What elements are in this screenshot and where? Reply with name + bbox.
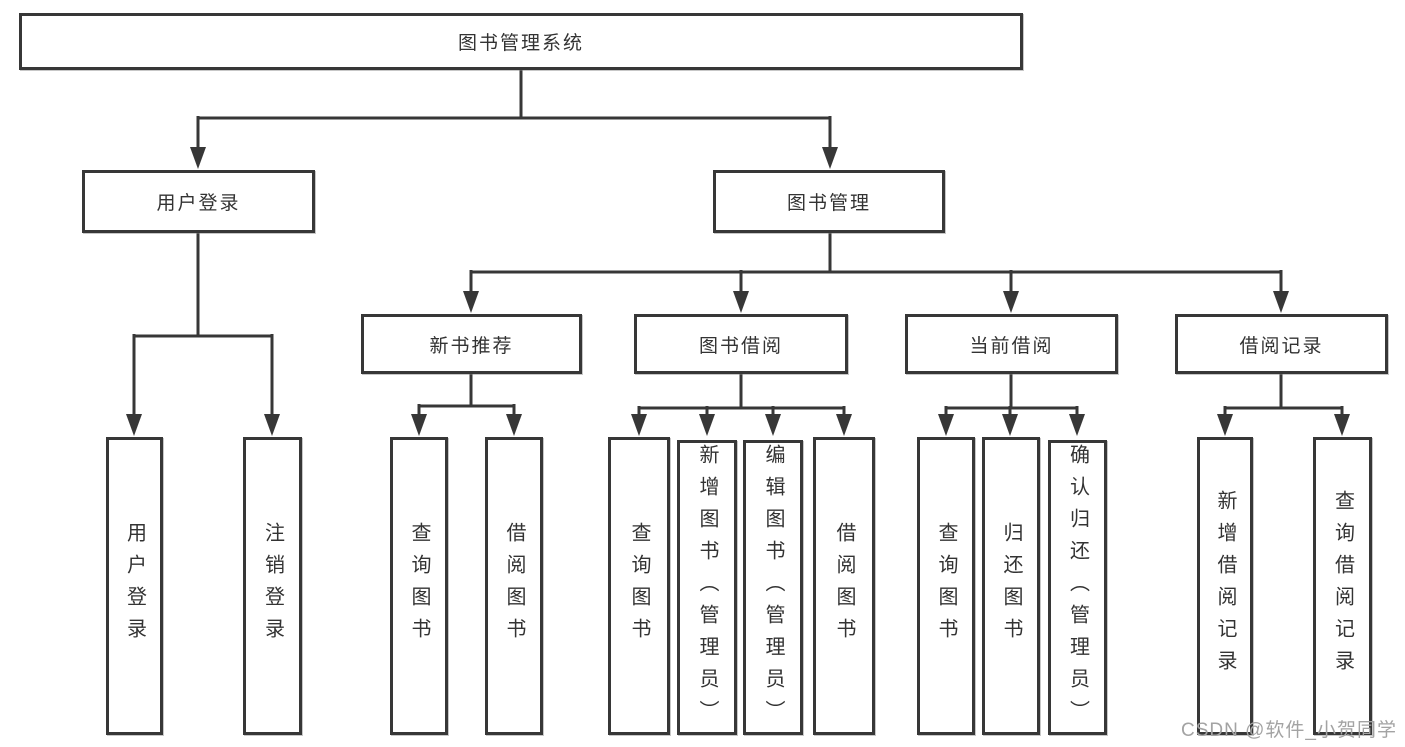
- leaf-query-book-3: 查询图书: [917, 437, 975, 735]
- node-label: 图书管理: [786, 193, 871, 214]
- node-new-book-recommend: 新书推荐: [361, 314, 582, 374]
- csdn-watermark: CSDN @软件_小贺同学: [1181, 720, 1397, 741]
- leaf-label: 借阅图书: [833, 522, 855, 650]
- leaf-return-book: 归还图书: [982, 437, 1040, 735]
- leaf-edit-book-admin: 编辑图书（管理员）: [743, 440, 803, 735]
- leaf-label: 借阅图书: [503, 522, 525, 650]
- leaf-label: 注销登录: [261, 522, 284, 650]
- node-current-borrow: 当前借阅: [905, 314, 1118, 374]
- node-borrow-record: 借阅记录: [1175, 314, 1388, 374]
- node-label: 新书推荐: [429, 335, 514, 357]
- leaf-label: 归还图书: [1000, 522, 1022, 650]
- node-book-borrow: 图书借阅: [634, 314, 848, 374]
- leaf-borrow-book-2: 借阅图书: [813, 437, 875, 735]
- leaf-label: 查询借阅记录: [1331, 490, 1354, 682]
- node-book-management: 图书管理: [713, 170, 945, 233]
- leaf-confirm-return-admin: 确认归还（管理员）: [1048, 440, 1107, 735]
- leaf-label: 确认归还（管理员）: [1066, 443, 1089, 732]
- leaf-borrow-book-1: 借阅图书: [485, 437, 543, 735]
- leaf-query-book-2: 查询图书: [608, 437, 670, 735]
- leaf-label: 用户登录: [123, 522, 146, 650]
- node-label: 借阅记录: [1239, 335, 1324, 357]
- leaf-add-book-admin: 新增图书（管理员）: [677, 440, 737, 735]
- leaf-user-login: 用户登录: [106, 437, 163, 735]
- leaf-label: 查询图书: [628, 522, 650, 650]
- leaf-add-borrow-record: 新增借阅记录: [1197, 437, 1253, 735]
- node-user-login: 用户登录: [82, 170, 315, 233]
- node-label: 图书借阅: [698, 335, 783, 357]
- tree-edges: [132, 70, 1344, 418]
- leaf-query-borrow-record: 查询借阅记录: [1313, 437, 1372, 735]
- leaf-label: 查询图书: [935, 522, 957, 650]
- node-label: 当前借阅: [969, 335, 1054, 357]
- leaf-logout: 注销登录: [243, 437, 302, 735]
- node-root-system: 图书管理系统: [19, 13, 1023, 70]
- node-label: 用户登录: [156, 193, 241, 214]
- leaf-query-book-1: 查询图书: [390, 437, 448, 735]
- arrowheads: [126, 147, 1350, 436]
- leaf-label: 新增图书（管理员）: [696, 443, 718, 732]
- node-label: 图书管理系统: [457, 33, 584, 54]
- leaf-label: 查询图书: [408, 522, 430, 650]
- leaf-label: 编辑图书（管理员）: [762, 443, 784, 732]
- leaf-label: 新增借阅记录: [1214, 490, 1236, 682]
